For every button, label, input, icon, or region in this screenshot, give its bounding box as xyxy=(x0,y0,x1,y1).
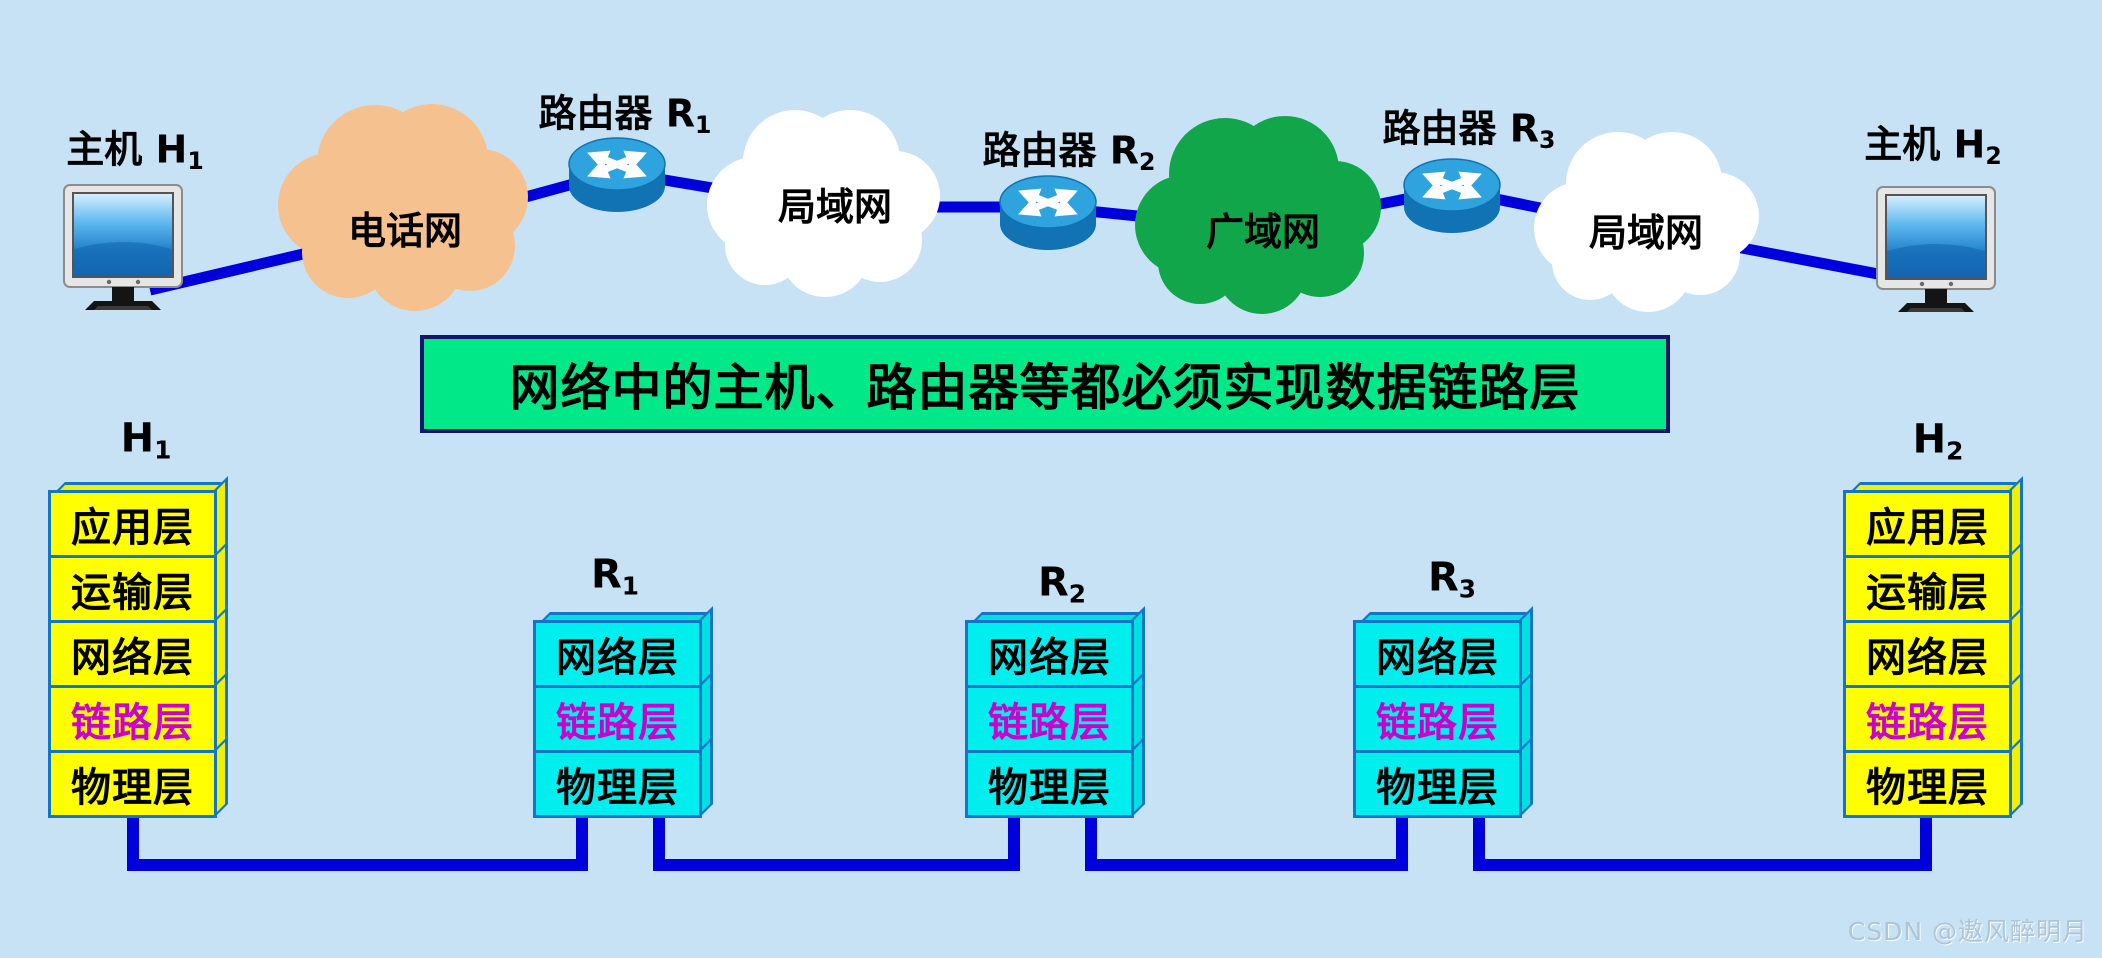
stack-r3-title: R3 xyxy=(1427,554,1477,604)
layer-physical: 物理层 xyxy=(1843,736,2023,818)
layer-network: 网络层 xyxy=(533,606,713,688)
layer-physical: 物理层 xyxy=(533,736,713,818)
layer-sideface xyxy=(214,736,228,818)
layer-datalink-highlighted: 链路层 xyxy=(1843,671,2023,753)
layer-network: 网络层 xyxy=(965,606,1145,688)
wire-h1-r1 xyxy=(127,812,588,871)
layer-application: 应用层 xyxy=(48,476,228,558)
stack-h2-title: H2 xyxy=(1912,416,1964,466)
banner-text: 网络中的主机、路由器等都必须实现数据链路层 xyxy=(509,359,1581,417)
stack-r1: 网络层 链路层 物理层 xyxy=(533,606,713,818)
layer-application: 应用层 xyxy=(1843,476,2023,558)
stack-h1-title: H1 xyxy=(120,415,172,465)
layer-sideface xyxy=(1131,736,1145,818)
layer-sideface xyxy=(699,736,713,818)
layer-physical: 物理层 xyxy=(1353,736,1533,818)
banner: 网络中的主机、路由器等都必须实现数据链路层 xyxy=(420,335,1670,433)
router2-icon xyxy=(1000,176,1096,250)
host2-label: 主机 H2 xyxy=(1864,122,2002,171)
layer-transport: 运输层 xyxy=(1843,541,2023,623)
stack-r1-title: R1 xyxy=(590,551,640,601)
stack-r3: 网络层 链路层 物理层 xyxy=(1353,606,1533,818)
wan-cloud-label: 广域网 xyxy=(1205,210,1321,254)
layer-datalink-highlighted: 链路层 xyxy=(965,671,1145,753)
lan1-cloud xyxy=(707,110,940,297)
lan1-cloud-label: 局域网 xyxy=(777,185,893,229)
layer-datalink-highlighted: 链路层 xyxy=(1353,671,1533,753)
wire-r2-r3 xyxy=(1085,812,1408,871)
layer-network: 网络层 xyxy=(1843,606,2023,688)
watermark: CSDN @遨风醉明月 xyxy=(1847,917,2088,946)
layer-physical: 物理层 xyxy=(48,736,228,818)
lan2-cloud-label: 局域网 xyxy=(1588,211,1704,255)
layer-physical: 物理层 xyxy=(965,736,1145,818)
telephone-network-cloud-label: 电话网 xyxy=(347,209,463,253)
host2-monitor-icon xyxy=(1876,186,1996,313)
wire-r3-h2 xyxy=(1473,812,1932,871)
stack-r2: 网络层 链路层 物理层 xyxy=(965,606,1145,818)
router1-label: 路由器 R1 xyxy=(538,91,712,140)
router2-label: 路由器 R2 xyxy=(982,128,1156,177)
stack-h1: 应用层 运输层 网络层 链路层 物理层 xyxy=(48,476,228,818)
router1-icon xyxy=(569,138,665,212)
layer-network: 网络层 xyxy=(48,606,228,688)
wan-cloud xyxy=(1135,116,1381,314)
stack-r2-title: R2 xyxy=(1037,559,1087,609)
layer-datalink-highlighted: 链路层 xyxy=(48,671,228,753)
layer-sideface xyxy=(1519,736,1533,818)
wire-r1-r2 xyxy=(653,812,1020,871)
lan2-cloud xyxy=(1534,132,1759,312)
layer-transport: 运输层 xyxy=(48,541,228,623)
layer-datalink-highlighted: 链路层 xyxy=(533,671,713,753)
layer-sideface xyxy=(2009,736,2023,818)
router3-icon xyxy=(1404,159,1500,233)
host1-label: 主机 H1 xyxy=(66,127,204,176)
stack-h2: 应用层 运输层 网络层 链路层 物理层 xyxy=(1843,476,2023,818)
router3-label: 路由器 R3 xyxy=(1382,106,1556,155)
telephone-network-cloud xyxy=(278,104,528,311)
stack-connection-wires xyxy=(127,812,1932,871)
layer-network: 网络层 xyxy=(1353,606,1533,688)
